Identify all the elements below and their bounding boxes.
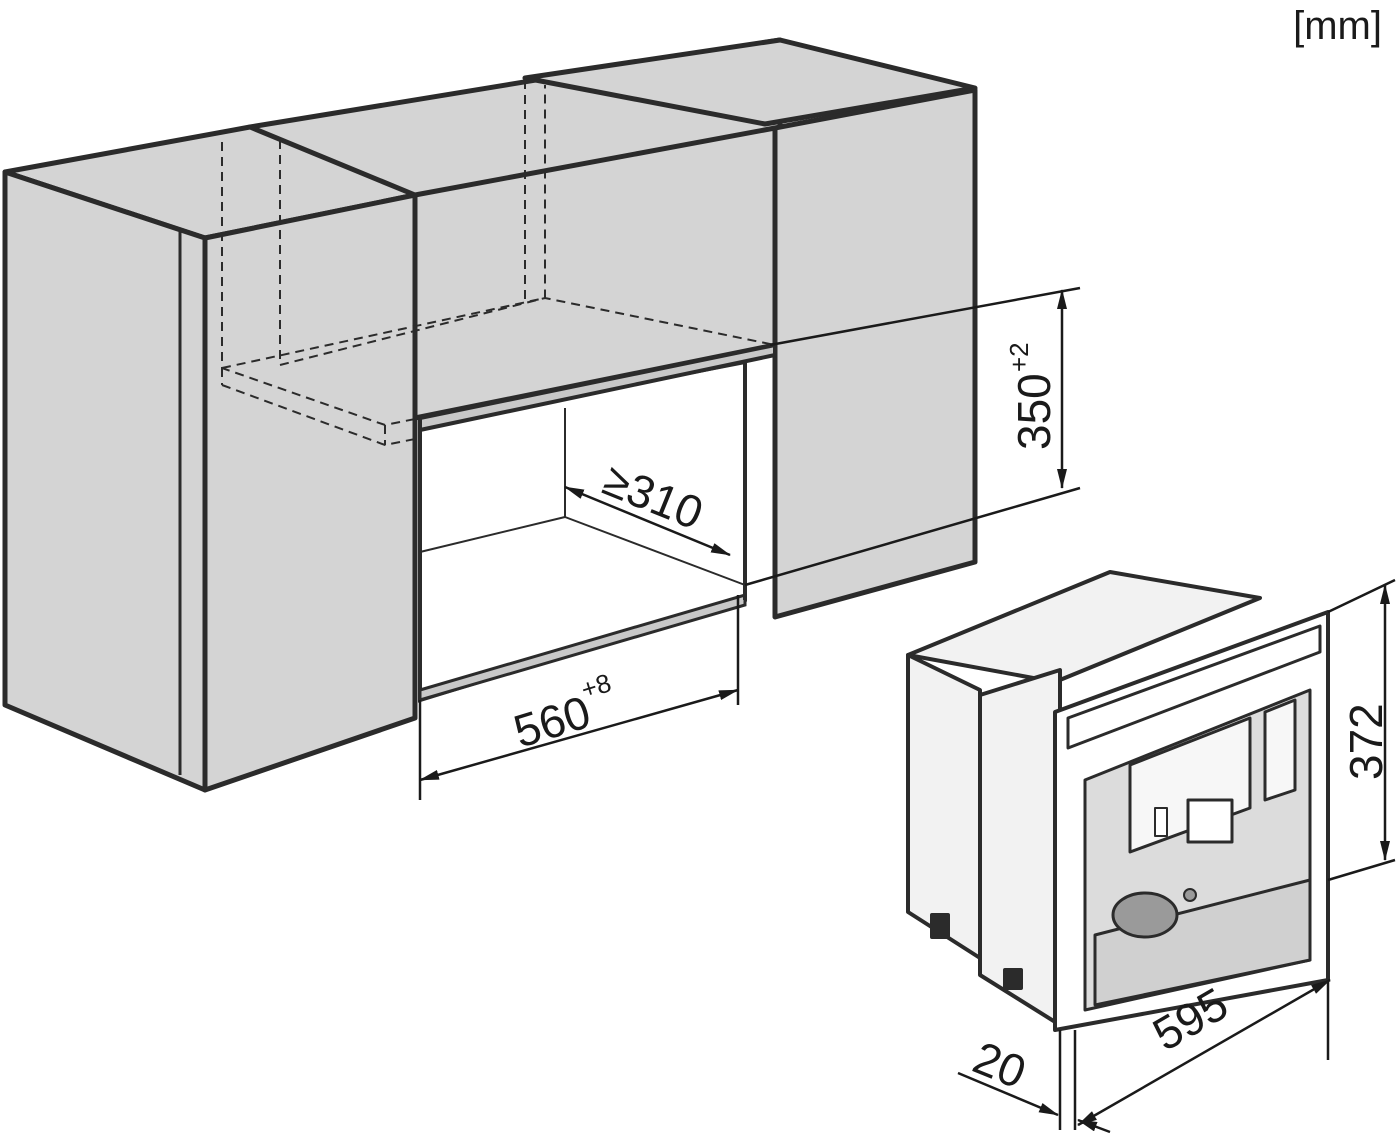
left-cabinet-side <box>2 169 208 793</box>
svg-text:372: 372 <box>1340 703 1392 780</box>
dimension-line-front-depth <box>957 1071 1059 1117</box>
dimension-label-front-depth: 20 <box>966 1031 1033 1098</box>
left-cabinet-front <box>202 192 418 793</box>
appliance-side <box>906 653 982 960</box>
niche-dimensions <box>418 286 1081 800</box>
dimension-line-appliance-width <box>1077 978 1331 1127</box>
dimension-label-niche-height: 350 +2 <box>1004 342 1060 450</box>
svg-text:350: 350 <box>1008 373 1060 450</box>
svg-text:+2: +2 <box>1004 342 1034 372</box>
dimension-label-niche-width: 560 +8 <box>508 667 615 757</box>
dimension-label-appliance-height: 372 <box>1340 703 1392 780</box>
appliance-dimensions <box>957 578 1396 1134</box>
dimension-line-niche-width <box>419 688 739 782</box>
unit-label: [mm] <box>1293 4 1382 48</box>
right-cabinet-front <box>772 87 978 620</box>
appliance-top <box>906 570 1262 684</box>
svg-text:20: 20 <box>966 1031 1033 1098</box>
coffee-spout <box>1186 798 1234 844</box>
coffee-machine <box>906 570 1330 1032</box>
dimension-line-niche-depth <box>564 485 731 557</box>
hidden-edges <box>221 80 776 447</box>
